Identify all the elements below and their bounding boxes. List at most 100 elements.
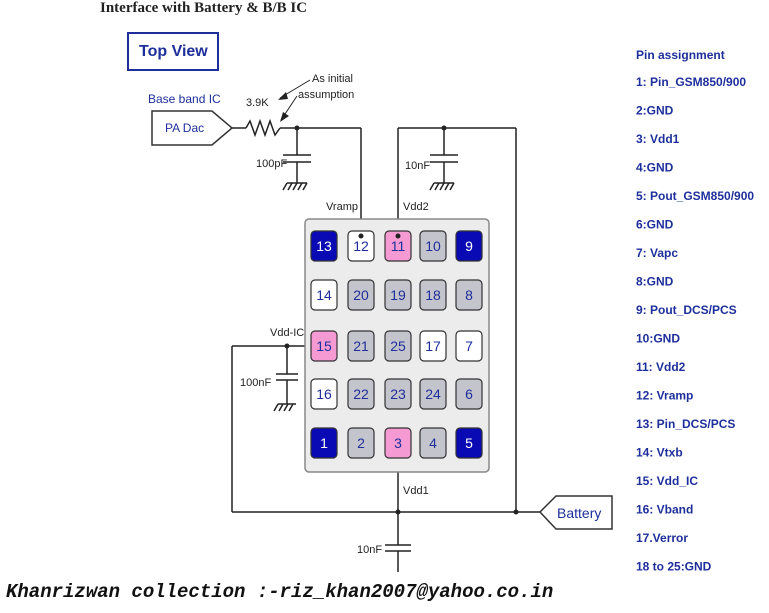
pin-pad — [347, 330, 375, 362]
pin-18: 18 — [419, 279, 447, 311]
pin-pad — [347, 279, 375, 311]
pin-2: 2 — [347, 427, 375, 459]
pin-24: 24 — [419, 378, 447, 410]
junction-vdd-ic — [284, 343, 290, 349]
pin-12: 12 — [347, 230, 375, 262]
cap-10nf-bottom-label: 10nF — [357, 544, 382, 556]
battery-block: Battery — [538, 495, 613, 530]
junction-vdd1 — [395, 509, 401, 515]
pin-assignment-item: 11: Vdd2 — [636, 360, 686, 374]
pin-number: 6 — [465, 386, 473, 402]
pin-22: 22 — [347, 378, 375, 410]
pin-13: 13 — [310, 230, 338, 262]
cap-10nf-top-label: 10nF — [405, 160, 430, 172]
pin-number: 4 — [429, 435, 437, 451]
junction-vdd2-cap — [441, 125, 447, 131]
assumption-note-line1: As initial — [312, 73, 353, 85]
pin-21: 21 — [347, 330, 375, 362]
pin-assignment-item: 12: Vramp — [636, 389, 693, 403]
pin-pad — [347, 427, 375, 459]
pin-assignment-item: 5: Pout_GSM850/900 — [636, 189, 754, 203]
pin-assignment-item: 10:GND — [636, 332, 680, 346]
pin-number: 25 — [390, 338, 406, 354]
pin-9: 9 — [455, 230, 483, 262]
pin-number: 3 — [394, 435, 402, 451]
pin-pad — [455, 378, 483, 410]
pin-number: 22 — [353, 386, 369, 402]
vdd-ic-net — [231, 345, 540, 513]
pin-pad — [310, 279, 338, 311]
pa-dac-label: PA Dac — [165, 121, 204, 135]
vdd-ic-label: Vdd-IC — [270, 327, 304, 339]
pin-number: 18 — [425, 287, 441, 303]
pin-3: 3 — [384, 427, 412, 459]
pin-number: 9 — [465, 238, 473, 254]
pin-assignment-item: 4:GND — [636, 161, 674, 175]
pin-number: 5 — [465, 435, 473, 451]
vramp-net — [232, 118, 362, 236]
pin-pad — [455, 330, 483, 362]
junction-pin11 — [395, 233, 401, 239]
assumption-note-line2: assumption — [298, 89, 354, 101]
diagram-title: Interface with Battery & B/B IC — [100, 0, 307, 16]
vdd2-net — [397, 127, 517, 512]
pin-6: 6 — [455, 378, 483, 410]
pin-pad — [419, 279, 447, 311]
pin-1: 1 — [310, 427, 338, 459]
battery-label: Battery — [557, 505, 601, 521]
pin-pad — [384, 279, 412, 311]
pin-number: 13 — [316, 238, 332, 254]
pin-assignment-item: 3: Vdd1 — [636, 132, 680, 146]
pin-14: 14 — [310, 279, 338, 311]
pin-assignment-item: 9: Pout_DCS/PCS — [636, 303, 737, 317]
pin-16: 16 — [310, 378, 338, 410]
pin-23: 23 — [384, 378, 412, 410]
pin-pad — [310, 378, 338, 410]
pin-4: 4 — [419, 427, 447, 459]
pin-assignment-item: 18 to 25:GND — [636, 560, 712, 574]
pin-19: 19 — [384, 279, 412, 311]
pin-number: 23 — [390, 386, 406, 402]
pin-pad — [384, 427, 412, 459]
pin-number: 19 — [390, 287, 406, 303]
pin-pad — [347, 378, 375, 410]
pin-5: 5 — [455, 427, 483, 459]
pin-assignment-item: 1: Pin_GSM850/900 — [636, 75, 746, 89]
pin-17: 17 — [419, 330, 447, 362]
pin-25: 25 — [384, 330, 412, 362]
footer-credit: Khanrizwan collection :-riz_khan2007@yah… — [6, 581, 553, 603]
pin-pad — [455, 279, 483, 311]
pin-pad — [419, 378, 447, 410]
pin-pad — [384, 230, 412, 262]
pin-number: 16 — [316, 386, 332, 402]
pin-pad — [455, 427, 483, 459]
pin-number: 10 — [425, 238, 441, 254]
pa-dac-block: PA Dac — [151, 110, 234, 146]
pin-pad — [419, 230, 447, 262]
pin-pad — [310, 330, 338, 362]
pin-number: 21 — [353, 338, 369, 354]
pin-number: 17 — [425, 338, 441, 354]
resistor-value: 3.9K — [246, 97, 269, 109]
pin-assignment-item: 17.Verror — [636, 531, 688, 545]
pin-pad — [419, 330, 447, 362]
pin-8: 8 — [455, 279, 483, 311]
junction-vramp — [294, 125, 300, 131]
top-view-label-box: Top View — [127, 32, 219, 71]
pin-assignment-item: 15: Vdd_IC — [636, 474, 698, 488]
pin-number: 7 — [465, 338, 473, 354]
junction-battery — [513, 509, 519, 515]
pin-15: 15 — [310, 330, 338, 362]
note-arrow-1-head — [278, 92, 288, 100]
pin-number: 2 — [357, 435, 365, 451]
pin-number: 1 — [320, 435, 328, 451]
baseband-ic-label: Base band IC — [148, 92, 221, 106]
pin-assignment-item: 14: Vtxb — [636, 446, 683, 460]
pin-assignment-item: 7: Vapc — [636, 246, 678, 260]
pin-10: 10 — [419, 230, 447, 262]
pin-pad — [310, 427, 338, 459]
pin-assignment-item: 16: Vband — [636, 503, 693, 517]
pin-assignment-list: Pin assignment 1: Pin_GSM850/9002:GND3: … — [636, 48, 754, 574]
